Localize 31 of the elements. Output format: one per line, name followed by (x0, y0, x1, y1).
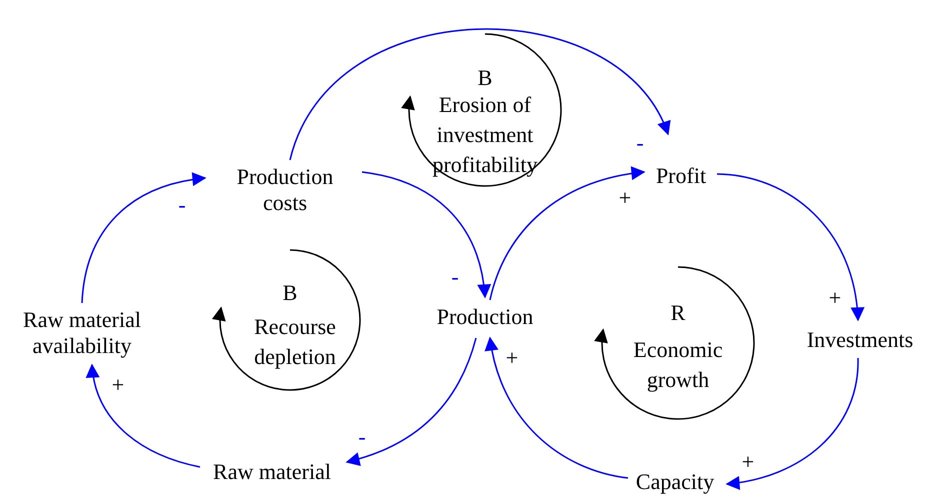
loop-name: Economic growth (632, 336, 724, 394)
arrow (362, 171, 490, 298)
arrow (726, 358, 859, 490)
loop-name: Recourse depletion (253, 313, 337, 371)
variable-label: Raw material (200, 459, 344, 485)
arrow (289, 28, 669, 160)
polarity-sign: - (636, 131, 644, 155)
variable-label: Profit (646, 163, 716, 189)
polarity-sign: - (358, 425, 366, 449)
variable-label: Investments (795, 327, 925, 353)
loop-type-letter: B (282, 279, 298, 307)
arrow (485, 336, 628, 479)
polarity-sign: + (742, 450, 754, 474)
loop-type-letter: B (478, 64, 492, 92)
loop-name: Erosion of investment profitability (431, 91, 539, 179)
arrow (489, 166, 646, 300)
variable-label: Production costs (215, 164, 355, 216)
polarity-sign: + (828, 286, 842, 310)
polarity-sign: + (112, 373, 124, 397)
arrow (86, 364, 200, 468)
polarity-sign: - (451, 265, 459, 289)
arrow (81, 172, 206, 304)
polarity-sign: + (618, 186, 632, 210)
arrow (716, 173, 864, 322)
polarity-sign: - (178, 193, 186, 217)
variable-label: Capacity (625, 469, 725, 495)
arrow (346, 338, 477, 466)
variable-label: Production (422, 304, 548, 330)
variable-label: Raw material availability (7, 307, 157, 359)
polarity-sign: + (506, 346, 518, 370)
loop-type-letter: R (670, 299, 686, 327)
